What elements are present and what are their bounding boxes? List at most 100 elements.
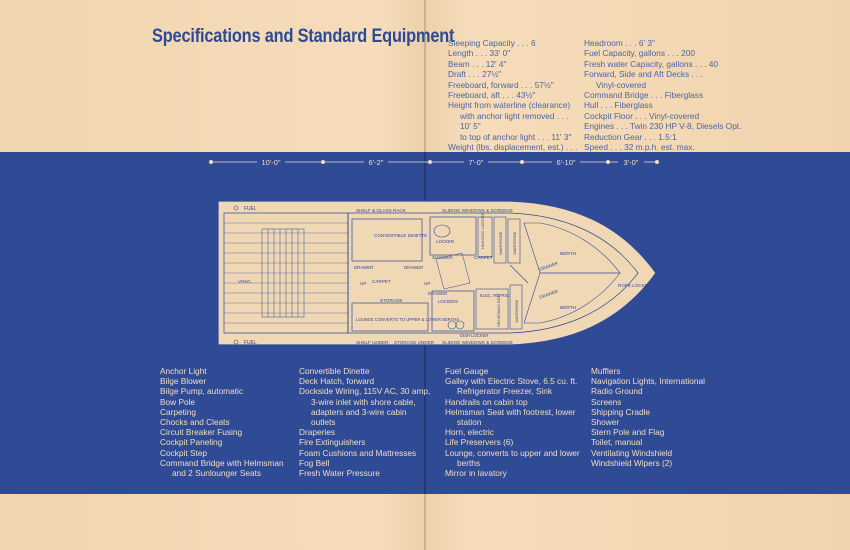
- plan-label: UP: [360, 281, 366, 286]
- wardrobe: [493, 216, 507, 264]
- equipment-item: Dockside Wiring, 115V AC, 30 amp,: [299, 386, 431, 397]
- dimension-label: 6'-10": [556, 158, 575, 167]
- equipment-item: outlets: [311, 417, 336, 428]
- plan-label: BERTH: [560, 251, 577, 257]
- wardrobe: [509, 284, 523, 330]
- equipment-item: Mufflers: [591, 366, 621, 376]
- plan-label: FUEL: [244, 340, 257, 346]
- deck-floor-plan: FUEL FUEL SHELF & GLASS RACK SLIDING WIN…: [210, 193, 662, 353]
- plan-label: FUEL: [244, 206, 257, 212]
- equipment-item: Lounge, converts to upper and lower: [445, 447, 580, 458]
- dimension-marker: [428, 160, 432, 164]
- spec-item: Forward, Side and Aft Decks . . .: [584, 69, 703, 80]
- spec-item: Height from waterline (clearance): [448, 100, 571, 111]
- spec-item: Draft . . . 27½": [448, 69, 502, 80]
- spec-item: Beam . . . 12' 4": [448, 58, 507, 69]
- plan-label: STORAGE UNDER: [394, 340, 435, 345]
- door-swing: [509, 264, 529, 284]
- equipment-item: Shipping Cradle: [591, 406, 651, 417]
- plan-label: WARDROBE: [514, 299, 519, 323]
- equipment-item: station: [457, 417, 482, 428]
- dimension-marker: [606, 160, 610, 164]
- equipment-item: berths: [457, 457, 481, 468]
- equipment-item: Foam Cushions and Mattresses: [299, 447, 417, 458]
- dimension-marker: [321, 160, 325, 164]
- hull-outline: [217, 200, 657, 346]
- plan-label: LOUNGE CONVERTS TO UPPER & LOWER BERTHS: [356, 317, 459, 322]
- equipment-item: Bow Pole: [160, 396, 196, 407]
- dimension-label: 6'-2": [369, 158, 384, 167]
- dimension-marker: [520, 160, 524, 164]
- equipment-item: Ventilating Windshield: [591, 447, 673, 458]
- spec-item: Headroom . . . 6' 3": [584, 38, 655, 48]
- spec-item: Freeboard, aft . . . 43½": [448, 90, 536, 101]
- equipment-item: Command Bridge with Helmsman: [160, 457, 284, 468]
- spec-item: Sleeping Capacity . . . 6: [448, 38, 536, 48]
- plan-label: DRAWER: [428, 291, 447, 296]
- equipment-item: Fresh Water Pressure: [299, 468, 380, 479]
- equipment-item: Radio Ground: [591, 386, 643, 397]
- equipment-item: Helmsman Seat with footrest, lower: [445, 406, 576, 417]
- equipment-item: Fog Bell: [299, 457, 330, 468]
- plan-label: SLIDING WINDOWS & SCREENS: [442, 340, 513, 345]
- plan-label: LOCKERS: [438, 299, 458, 304]
- spec-item: Cockpit Floor . . . Vinyl-covered: [584, 110, 700, 121]
- spec-item: Freeboard, forward . . . 57½": [448, 79, 554, 90]
- equipment-item: Stern Pole and Flag: [591, 427, 665, 438]
- equipment-item: adapters and 3-wire cabin: [311, 406, 407, 417]
- equipment-item: Toilet, manual: [591, 437, 643, 448]
- equipment-item: Cockpit Step: [160, 447, 208, 458]
- dimension-label: 3'-0": [624, 158, 639, 167]
- spec-item: Engines . . . Twin 230 HP V-8, Diesels O…: [584, 121, 742, 132]
- plan-label: WARDROBE: [512, 231, 517, 255]
- equipment-item: Convertible Dinette: [299, 366, 370, 376]
- equipment-item: Life Preservers (6): [445, 437, 514, 448]
- fuel-fill: [233, 205, 239, 211]
- spec-item: Length . . . 33' 0": [448, 48, 511, 59]
- spec-item: with anchor light removed . . .: [460, 110, 569, 121]
- spec-item: 10' 5": [460, 121, 481, 132]
- equipment-item: Handrails on cabin top: [445, 396, 528, 407]
- plan-label: SLIDING WINDOWS & SCREENS: [442, 208, 513, 213]
- equipment-item: Bilge Pump, automatic: [160, 386, 244, 397]
- plan-label: ELEC. REFRIG.: [480, 293, 510, 298]
- specifications-list-right: Headroom . . . 6' 3"Fuel Capacity, gallo…: [584, 38, 741, 152]
- equipment-item: Circuit Breaker Fusing: [160, 427, 243, 438]
- stove-burner: [447, 320, 457, 330]
- sink: [433, 224, 451, 238]
- helmsman-seat: [475, 288, 509, 330]
- spec-item: Reduction Gear . . . 1.5:1: [584, 131, 677, 142]
- plan-label: HANGING LOCKER: [480, 213, 485, 249]
- plan-label: STORAGE: [380, 298, 402, 303]
- equipment-item: Chocks and Cleats: [160, 417, 230, 428]
- plan-label: DRAWER: [404, 265, 423, 270]
- equipment-item: Screens: [591, 396, 622, 407]
- plan-label: HELMSMAN SEAT: [496, 293, 501, 327]
- galley: [431, 290, 475, 332]
- dimension-line: 10'-0" 6'-2" 7'-0" 6'-10" 3'-0": [205, 154, 665, 170]
- spec-item: to top of anchor light . . . 11' 3": [460, 131, 572, 142]
- dinette: [351, 218, 423, 262]
- equipment-item: Mirror in lavatory: [445, 468, 507, 479]
- spec-item: Vinyl-covered: [596, 79, 647, 90]
- equipment-item: Anchor Light: [160, 366, 207, 376]
- plan-label: LOCKER: [436, 239, 454, 244]
- plan-label: VINYL: [238, 279, 252, 285]
- spec-item: Fuel Capacity, gallons . . . 200: [584, 48, 695, 59]
- plan-label: DRAWER: [539, 289, 559, 300]
- plan-label: BERTH: [560, 305, 577, 311]
- plan-label: DISH LOCKER: [460, 333, 488, 338]
- equipment-item: Windshield Wipers (2): [591, 457, 673, 468]
- berth: [523, 272, 621, 324]
- dimension-label: 7'-0": [469, 158, 484, 167]
- spec-item: Command Bridge . . . Fiberglass: [584, 90, 703, 101]
- plan-label: UP: [424, 281, 430, 286]
- dimension-marker: [655, 160, 659, 164]
- equipment-item: Horn, electric: [445, 427, 494, 438]
- plan-label: SHELF UNDER: [356, 340, 389, 345]
- plan-label: CARPET: [474, 255, 493, 260]
